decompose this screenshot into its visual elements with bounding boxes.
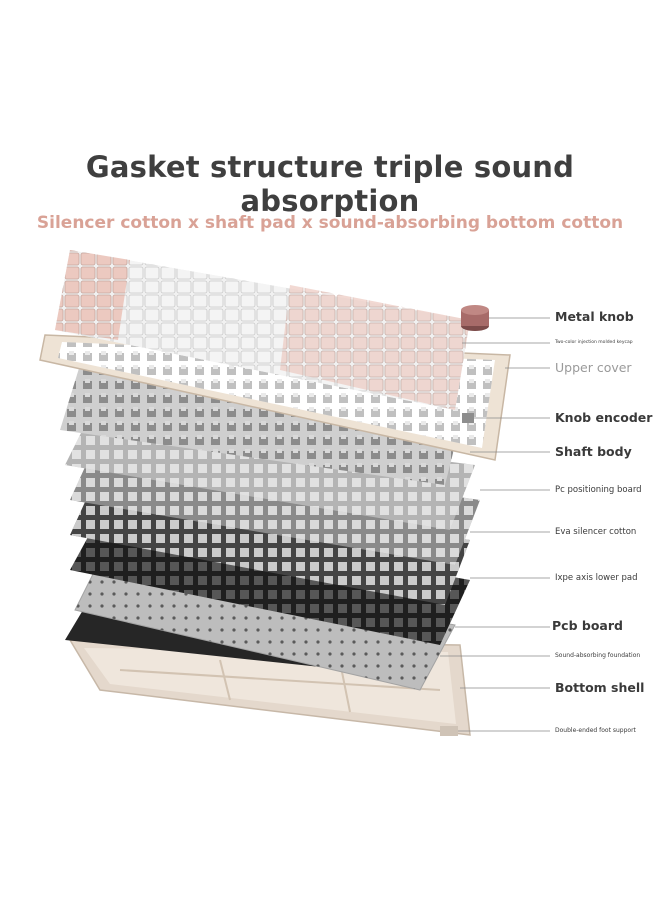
callout-bottom-shell: Bottom shell <box>555 680 645 695</box>
page-title: Gasket structure triple sound absorption <box>85 150 575 218</box>
foot-support <box>440 726 458 736</box>
callout-leaders <box>440 317 550 732</box>
page-subtitle: Silencer cotton x shaft pad x sound-abso… <box>36 213 624 233</box>
callout-ixpe-pad: Ixpe axis lower pad <box>555 573 638 583</box>
metal-knob <box>461 305 489 331</box>
callout-eva-cotton: Eva silencer cotton <box>555 527 637 537</box>
callout-keycap: Two-color injection molded keycap <box>555 340 633 345</box>
callout-upper-cover: Upper cover <box>555 360 632 375</box>
callout-pcb-board: Pcb board <box>552 618 623 633</box>
callout-foot-support: Double-ended foot support <box>555 727 636 734</box>
callout-knob-encoder: Knob encoder <box>555 410 653 425</box>
callout-pc-board: Pc positioning board <box>555 485 642 495</box>
knob-encoder <box>462 413 474 423</box>
callout-foundation: Sound-absorbing foundation <box>555 652 641 659</box>
callout-shaft-body: Shaft body <box>555 444 632 459</box>
keycaps-layer <box>55 250 470 410</box>
callout-metal-knob: Metal knob <box>555 309 634 324</box>
